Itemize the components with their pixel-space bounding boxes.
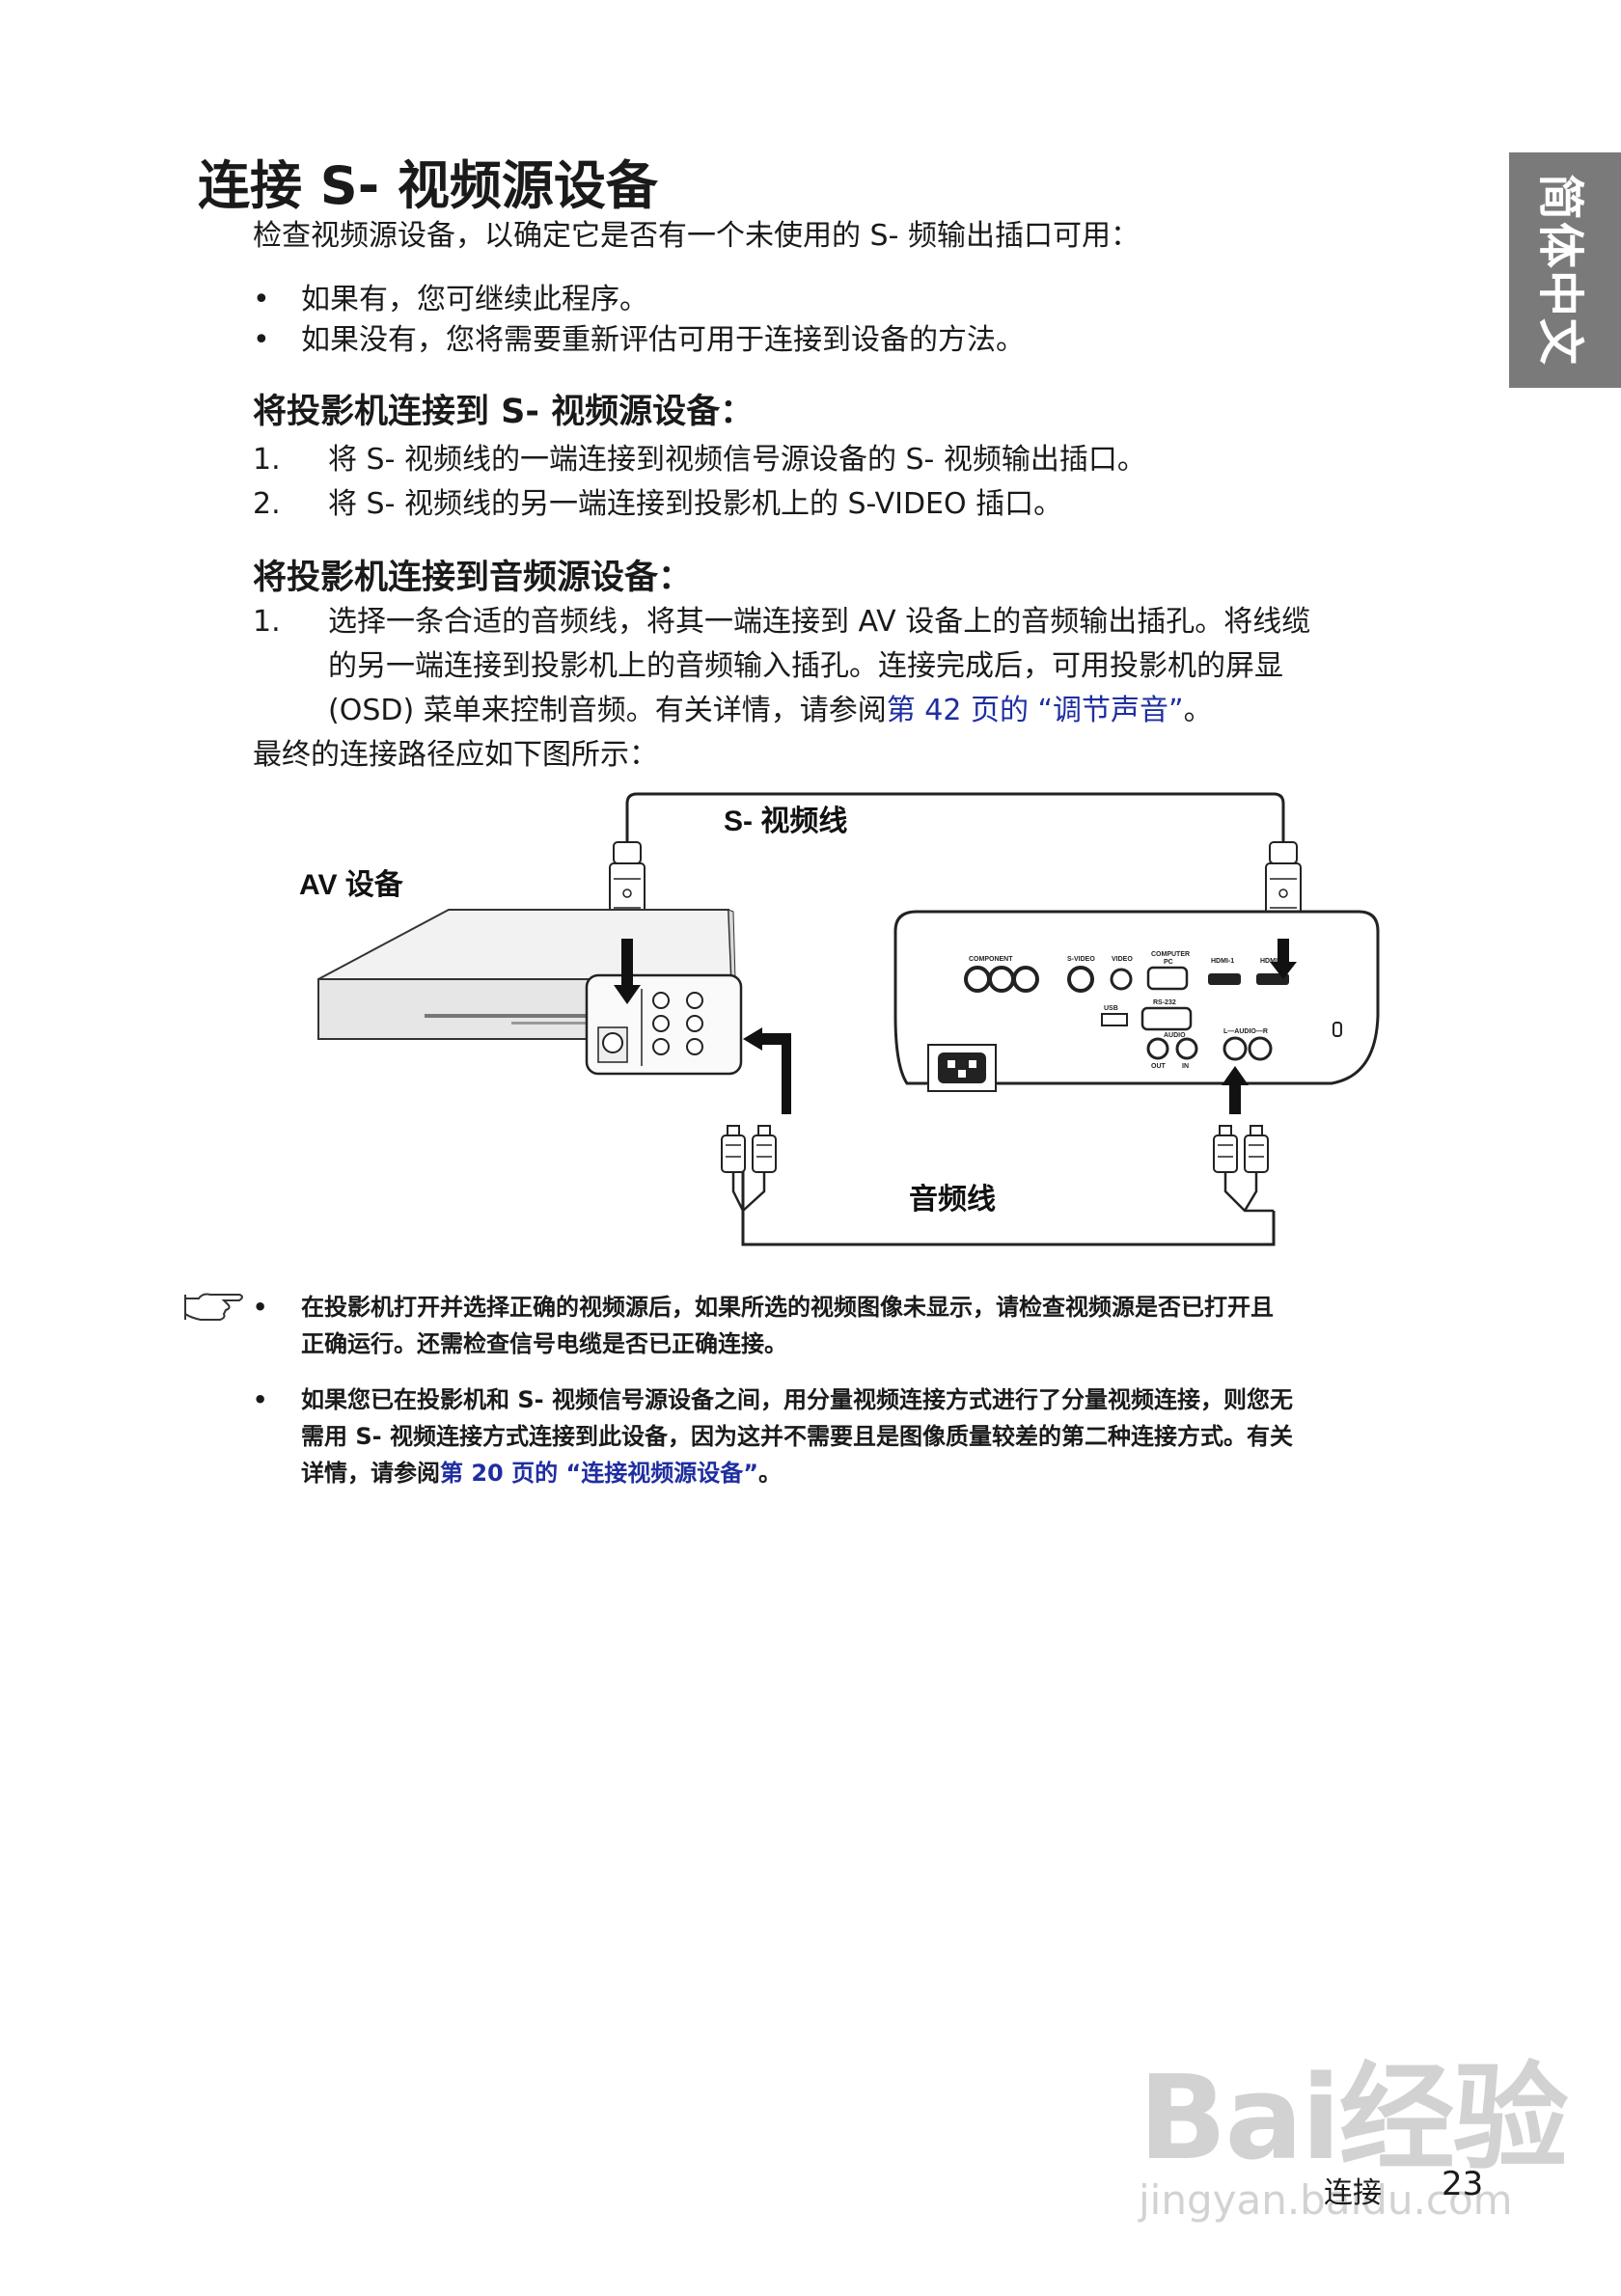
intro-text: 检查视频源设备，以确定它是否有一个未使用的 S- 频输出插口可用： [253, 219, 1140, 253]
bullet-dot: • [253, 323, 270, 357]
note-2-line-2: 需用 S- 视频连接方式连接到此设备，因为这并不需要且是图像质量较差的第二种连接… [301, 1423, 1293, 1450]
step-text: 将 S- 视频线的一端连接到视频信号源设备的 S- 视频输出插口。 [328, 443, 1146, 477]
step-text: 将 S- 视频线的另一端连接到投影机上的 S-VIDEO 插口。 [328, 487, 1063, 521]
page-title: 连接 S- 视频源设备 [198, 155, 658, 216]
av-device-label: AV 设备 [299, 868, 404, 901]
period: 。 [1183, 694, 1213, 727]
port-label-rs232: RS-232 [1153, 999, 1176, 1006]
port-label-pc: PC [1164, 959, 1173, 966]
note-bullet: • [253, 1386, 268, 1413]
port-label-hdmi2: HDMI-2 [1260, 958, 1283, 965]
section-heading-audio: 将投影机连接到音频源设备： [253, 559, 693, 597]
port-label-hdmi1: HDMI-1 [1211, 958, 1234, 965]
adjust-sound-link[interactable]: 第 42 页的 “调节声音” [886, 694, 1184, 727]
audio-step-number: 1. [253, 605, 281, 639]
note-2-text: 详情，请参阅 [301, 1460, 440, 1487]
arrow-up-projector-icon [1222, 1066, 1249, 1114]
note-1: • 在投影机打开并选择正确的视频源后，如果所选的视频图像未显示，请检查视频源是否… [253, 1289, 1274, 1357]
watermark-url: jingyan.baidu.com [1139, 2176, 1513, 2224]
bullet-text: 如果没有，您将需要重新评估可用于连接到设备的方法。 [301, 323, 1025, 357]
period: 。 [758, 1460, 783, 1487]
port-label-component: COMPONENT [969, 956, 1013, 963]
language-tab-label: 简体中文 [1533, 173, 1587, 368]
connect-video-source-link[interactable]: 第 20 页的 “连接视频源设备” [440, 1460, 759, 1487]
step-number: 1. [253, 443, 281, 477]
audio-step-line-1: 选择一条合适的音频线，将其一端连接到 AV 设备上的音频输出插孔。将线缆 [328, 605, 1311, 639]
watermark-logo: Bai经验 [1139, 2052, 1569, 2186]
rca-plugs-right [1213, 1125, 1274, 1213]
note-2-line-3: 详情，请参阅第 20 页的 “连接视频源设备”。 [301, 1455, 782, 1491]
audio-cable-label: 音频线 [909, 1184, 996, 1216]
audio-cable [741, 1145, 1276, 1246]
port-label-lr-audio: L—AUDIO—R [1223, 1028, 1268, 1035]
bullet-1: • 如果有，您可继续此程序。 [253, 283, 648, 316]
port-label-computer: COMPUTER [1151, 951, 1190, 958]
port-label-svideo: S-VIDEO [1067, 956, 1095, 963]
note-2-line-1: 如果您已在投影机和 S- 视频信号源设备之间，用分量视频连接方式进行了分量视频连… [301, 1386, 1293, 1413]
note-1-line-1: 在投影机打开并选择正确的视频源后，如果所选的视频图像未显示，请检查视频源是否已打… [301, 1294, 1274, 1321]
port-label-usb: USB [1104, 1005, 1118, 1012]
port-label-video: VIDEO [1112, 956, 1133, 963]
port-label-in: IN [1182, 1063, 1189, 1070]
svideo-cable [625, 792, 1285, 863]
av-back-panel [585, 973, 743, 1076]
note-bullet: • [253, 1294, 268, 1321]
connection-diagram: COMPONENT S-VIDEO VIDEO COMPUTER PC HDMI… [299, 792, 1380, 1246]
projector-panel [893, 910, 1380, 1092]
footer-section: 连接 [1324, 2176, 1382, 2210]
note-2: • 如果您已在投影机和 S- 视频信号源设备之间，用分量视频连接方式进行了分量视… [253, 1381, 1293, 1487]
audio-step-text: (OSD) 菜单来控制音频。有关详情，请参阅 [328, 694, 887, 727]
arrow-down-projector-icon [1270, 939, 1297, 979]
svideo-cable-label: S- 视频线 [724, 806, 847, 837]
pointing-hand-icon [184, 1293, 243, 1321]
step-number: 2. [253, 487, 281, 521]
audio-step-line-2: 的另一端连接到投影机上的音频输入插孔。连接完成后，可用投影机的屏显 [328, 649, 1283, 683]
final-text: 最终的连接路径应如下图所示： [253, 738, 658, 772]
rca-plugs-left [721, 1125, 777, 1244]
bullet-dot: • [253, 283, 270, 316]
page-number: 23 [1442, 2165, 1484, 2203]
section-heading-svideo: 将投影机连接到 S- 视频源设备： [253, 393, 755, 431]
arrow-down-av-icon [614, 939, 641, 1004]
port-label-audio: AUDIO [1164, 1032, 1186, 1039]
port-label-out: OUT [1151, 1063, 1167, 1070]
audio-step-line-3: (OSD) 菜单来控制音频。有关详情，请参阅第 42 页的 “调节声音”。 [328, 697, 1213, 725]
bullet-text: 如果有，您可继续此程序。 [301, 283, 648, 316]
step-2: 2. 将 S- 视频线的另一端连接到投影机上的 S-VIDEO 插口。 [253, 487, 1062, 521]
arrow-audio-av-icon [743, 1027, 791, 1114]
language-tab: 简体中文 [1509, 152, 1621, 388]
step-1: 1. 将 S- 视频线的一端连接到视频信号源设备的 S- 视频输出插口。 [253, 443, 1146, 477]
bullet-2: • 如果没有，您将需要重新评估可用于连接到设备的方法。 [253, 323, 1025, 357]
note-1-line-2: 正确运行。还需检查信号电缆是否已正确连接。 [301, 1330, 787, 1357]
